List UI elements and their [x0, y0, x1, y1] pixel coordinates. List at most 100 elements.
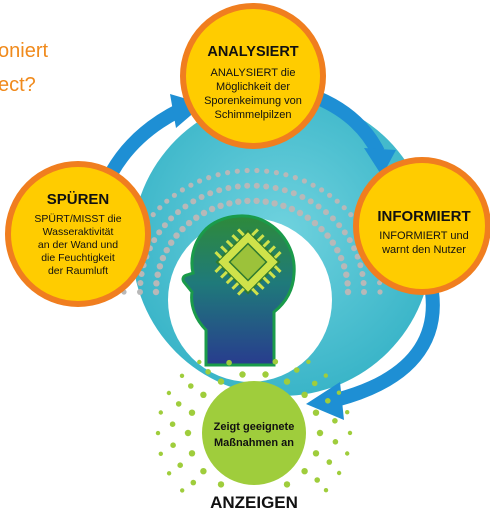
gray-dot: [171, 192, 177, 198]
gray-dot: [179, 225, 186, 233]
gray-dot: [190, 198, 197, 205]
green-dot: [175, 401, 182, 407]
gray-dot: [198, 194, 205, 200]
gray-dot: [344, 280, 351, 287]
gray-dot: [234, 168, 240, 174]
node-spueren-line1: SPÜRT/MISST die: [34, 213, 121, 225]
gray-dot: [348, 212, 354, 218]
node-anzeigen: Zeigt geeignete Maßnahmen an ANZEIGEN: [202, 381, 306, 512]
gray-dot: [175, 209, 181, 216]
gray-dot: [226, 200, 233, 207]
gray-dot: [156, 263, 164, 270]
gray-dot: [263, 183, 270, 190]
gray-dot: [296, 209, 304, 217]
node-anzeigen-line2: Maßnahmen an: [214, 437, 294, 449]
green-dot: [312, 409, 320, 416]
gray-dot: [234, 183, 241, 190]
green-dot: [326, 459, 333, 465]
gray-dot: [244, 167, 250, 174]
green-dot: [155, 430, 161, 436]
gray-dot: [334, 247, 341, 254]
gray-dot: [310, 182, 316, 188]
green-dot: [293, 367, 300, 373]
gray-dot: [150, 212, 156, 218]
corner-title: oniert ect?: [0, 40, 48, 96]
node-spueren-line5: der Raumluft: [48, 265, 108, 277]
gray-dot: [329, 239, 336, 246]
green-dot: [200, 468, 207, 475]
green-dot: [283, 481, 291, 488]
green-dot: [180, 488, 185, 493]
gray-dot: [152, 288, 160, 296]
green-dot: [197, 359, 202, 365]
gray-dot: [377, 289, 383, 295]
gray-dot: [244, 182, 251, 189]
gray-dot: [157, 205, 163, 211]
gray-dot: [340, 263, 348, 270]
gray-dot: [244, 197, 251, 205]
gray-dot: [354, 253, 361, 260]
green-dot: [170, 442, 176, 449]
gray-dot: [337, 254, 345, 262]
gray-dot: [225, 170, 231, 176]
green-dot: [188, 450, 196, 457]
gray-dot: [327, 192, 333, 198]
green-dot: [345, 410, 350, 415]
gray-dot: [138, 271, 145, 277]
gray-dot: [319, 187, 325, 193]
node-analysiert-title: ANALYSIERT: [207, 44, 298, 60]
gray-dot: [315, 203, 322, 210]
gray-dot: [307, 198, 314, 205]
green-dot: [301, 391, 308, 398]
gray-dot: [343, 271, 350, 278]
gray-dot: [197, 178, 203, 184]
node-informiert: INFORMIERT INFORMIERT und warnt den Nutz…: [353, 157, 490, 295]
gray-dot: [151, 237, 158, 244]
gray-dot: [264, 168, 270, 174]
node-analysiert-line1: ANALYSIERT die: [211, 67, 296, 79]
gray-dot: [253, 197, 260, 205]
green-dot: [184, 429, 192, 437]
gray-dot: [351, 245, 358, 252]
gray-dot: [336, 222, 343, 229]
gray-dot: [225, 185, 232, 191]
node-informiert-title: INFORMIERT: [377, 208, 470, 225]
gray-dot: [188, 182, 194, 188]
green-dot: [179, 373, 185, 378]
gray-dot: [341, 205, 347, 211]
gray-dot: [215, 172, 221, 178]
node-spueren-title: SPÜREN: [47, 191, 110, 208]
green-dot: [190, 479, 197, 486]
green-dot: [312, 450, 320, 457]
gray-dot: [341, 229, 348, 236]
green-dot: [166, 471, 172, 476]
green-dot: [332, 418, 338, 424]
gray-dot: [161, 222, 168, 229]
corner-title-line1: oniert: [0, 40, 48, 62]
green-radiating-dots: [155, 358, 353, 493]
node-anzeigen-caption: ANZEIGEN: [210, 493, 298, 512]
node-anzeigen-line1: Zeigt geeignete: [214, 421, 295, 433]
node-analysiert-line2: Möglichkeit der: [216, 81, 290, 93]
gray-dot: [271, 200, 278, 207]
gray-dot: [137, 289, 143, 295]
gray-dot: [235, 198, 242, 205]
green-dot: [301, 468, 308, 475]
gray-dot: [179, 187, 185, 193]
node-analysiert-line4: Schimmelpilzen: [214, 109, 291, 121]
arrow-spueren-to-analysiert: [105, 103, 184, 176]
gray-dot: [168, 215, 175, 222]
gray-dot: [164, 198, 170, 204]
green-dot: [332, 439, 339, 445]
gray-dot: [216, 187, 223, 194]
gray-dot: [159, 254, 167, 262]
node-spueren: SPÜREN SPÜRT/MISST die Wasseraktivität a…: [5, 161, 151, 307]
gray-dot: [208, 205, 216, 213]
green-dot: [158, 410, 163, 415]
green-dot: [217, 378, 225, 385]
arrow-analysiert-to-informiert: [315, 91, 385, 156]
gray-dot: [311, 219, 319, 227]
gray-dot: [318, 225, 325, 233]
gray-dot: [217, 202, 224, 209]
